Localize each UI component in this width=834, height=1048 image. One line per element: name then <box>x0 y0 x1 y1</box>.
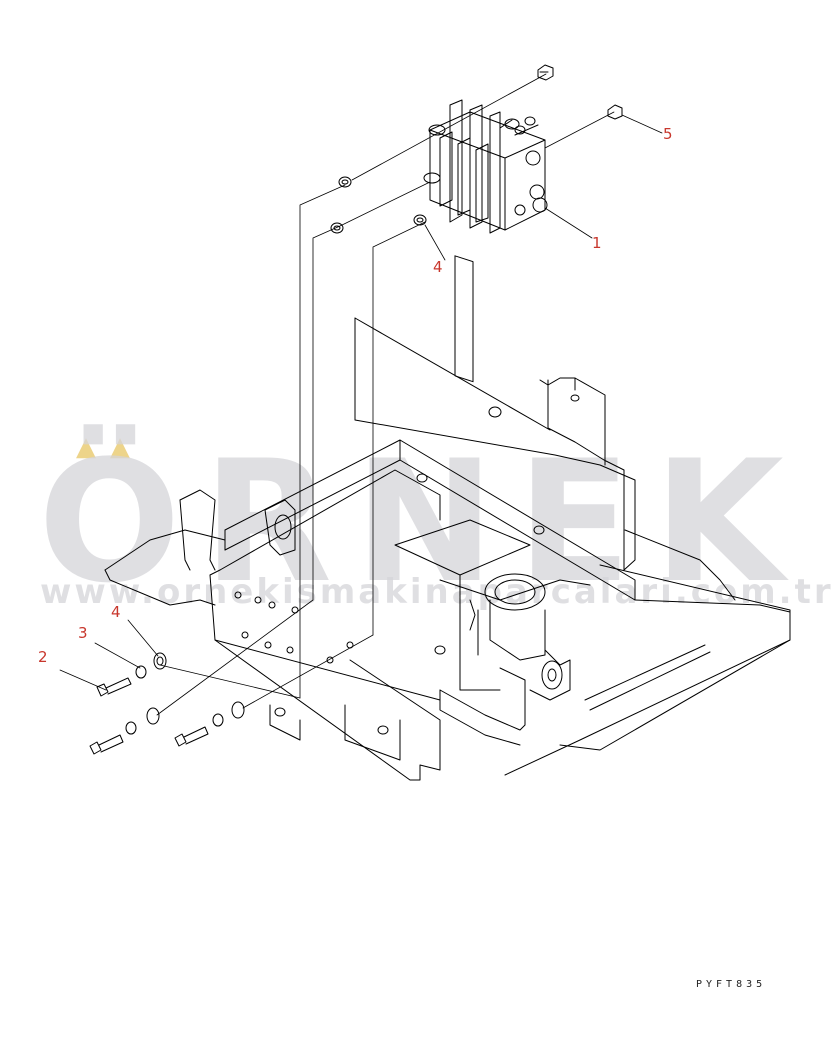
drawing-code: PYFT835 <box>696 979 767 990</box>
hex-nut-5 <box>607 104 623 120</box>
washer-upper-2-hole <box>333 225 341 231</box>
watermark-umlaut-marks: ▲▲ <box>76 432 144 462</box>
callout-2: 2 <box>38 648 48 666</box>
flat-washer-4c <box>231 701 245 719</box>
washer-upper-3 <box>413 214 427 226</box>
callout-5: 5 <box>663 125 673 143</box>
lock-washer-3b <box>125 721 137 735</box>
callout-leaders <box>59 114 663 691</box>
lock-washer-3c <box>212 713 224 727</box>
callout-4-top: 4 <box>433 258 443 276</box>
bolt-2c <box>174 726 209 747</box>
bolt-2b <box>89 734 124 755</box>
flat-washer-4 <box>153 652 167 670</box>
assembly-leader-lines <box>156 73 615 716</box>
hex-nut-top <box>537 64 554 81</box>
watermark-url: www.ornekismakinaparcalari.com.tr <box>40 572 834 612</box>
callout-3: 3 <box>78 624 88 642</box>
bolt-2 <box>96 677 132 697</box>
washer-upper-2 <box>330 222 344 234</box>
washer-upper-3-hole <box>416 217 424 223</box>
main-frame <box>104 439 791 781</box>
control-valve-assembly <box>423 99 548 383</box>
lock-washer-3 <box>135 665 147 679</box>
callout-4-left: 4 <box>111 603 121 621</box>
washer-upper-1-hole <box>341 179 349 185</box>
vertical-mount-plate <box>354 317 636 571</box>
callout-1: 1 <box>592 234 602 252</box>
flat-washer-4b <box>146 707 160 725</box>
washer-upper-1 <box>338 176 352 188</box>
